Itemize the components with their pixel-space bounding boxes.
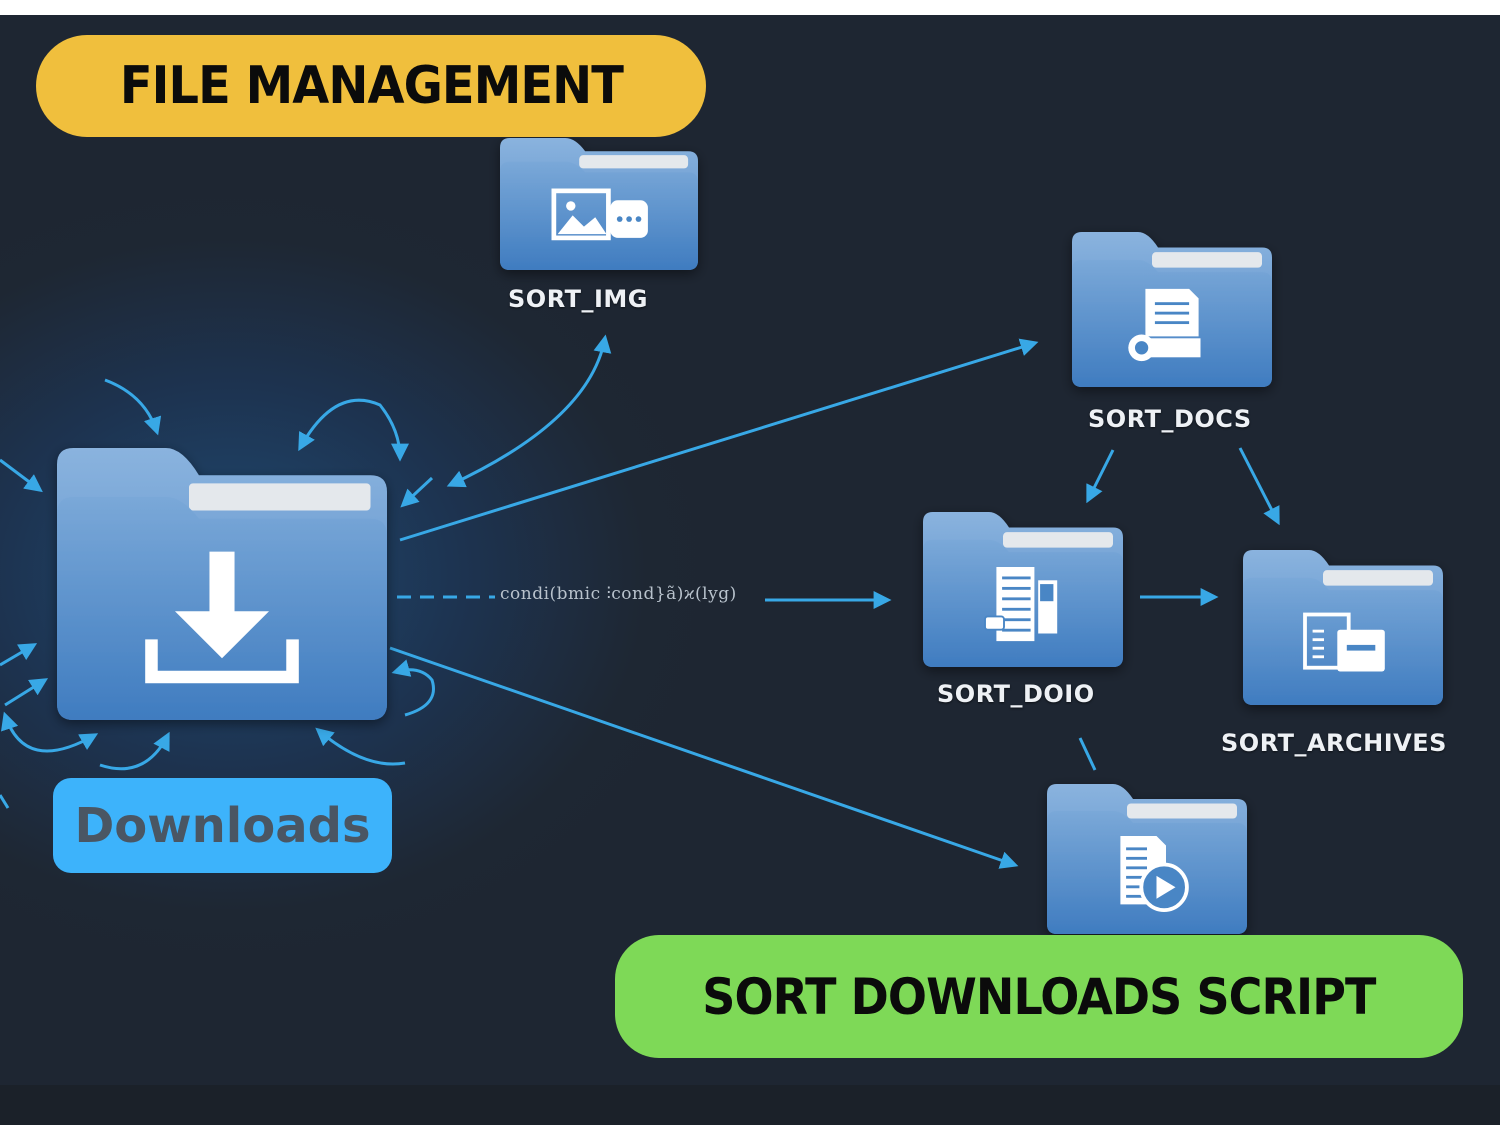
- line-doio-to-media: [1078, 737, 1097, 771]
- folder-paper: [189, 483, 371, 511]
- folder-label-sort-doio: SORT_DOIO: [937, 680, 1095, 708]
- script-badge-text: SORT DOWNLOADS SCRIPT: [702, 967, 1376, 1026]
- code-snippet: condi(bmic ⫶cond}ã)ϰ(lyg): [500, 584, 737, 604]
- arrow-bottom-mid-curve: [99, 731, 170, 771]
- script-badge: SORT DOWNLOADS SCRIPT: [615, 935, 1463, 1058]
- arrow-right-in: [400, 476, 434, 508]
- folder-downloads[interactable]: [57, 448, 387, 720]
- title-badge-text: FILE MANAGEMENT: [119, 56, 623, 116]
- document-disc-icon: [1128, 288, 1201, 362]
- folder-paper: [579, 155, 689, 169]
- folder-paper: [1323, 570, 1433, 586]
- arrow-downloads-to-docs: [399, 338, 1039, 542]
- arrow-docs-to-archives: [1238, 447, 1280, 526]
- download-icon: [145, 551, 299, 684]
- footer-band: [0, 1085, 1500, 1125]
- folder-label-sort-docs: SORT_DOCS: [1088, 405, 1252, 433]
- arrow-downloads-to-media: [389, 646, 1019, 869]
- folder-sort-img[interactable]: [500, 138, 698, 270]
- folder-sort-media[interactable]: [1047, 784, 1247, 934]
- folder-sort-archives[interactable]: [1243, 550, 1443, 705]
- arrow-left-edge: [0, 794, 10, 809]
- title-badge: FILE MANAGEMENT: [36, 35, 706, 137]
- arrows: [0, 334, 1280, 869]
- folder-label-sort-archives: SORT_ARCHIVES: [1221, 729, 1447, 757]
- arrow-img-downloads: [446, 334, 612, 488]
- folder-paper: [1152, 252, 1262, 268]
- folder-paper: [1127, 803, 1237, 819]
- arrow-curve-top-right: [298, 398, 409, 462]
- document-play-icon: [1120, 836, 1189, 912]
- arrow-left-in-top: [0, 458, 43, 493]
- arrow-bottom-right-curve: [315, 727, 406, 766]
- folder-front: [500, 161, 698, 270]
- arrow-left-in-1: [0, 643, 38, 667]
- image-chat-icon: [551, 188, 648, 241]
- folder-paper: [1003, 532, 1113, 548]
- downloads-badge-text: Downloads: [74, 797, 371, 854]
- arrow-docs-to-doio: [1086, 449, 1115, 504]
- folder-label-sort-img: SORT_IMG: [508, 285, 648, 313]
- archive-icon: [1303, 612, 1385, 672]
- arrow-curve-top-left: [104, 378, 162, 436]
- folder-sort-docs[interactable]: [1072, 232, 1272, 387]
- document-chat-icon: [984, 567, 1058, 642]
- arrow-bottom-left-curve: [1, 711, 99, 753]
- arrow-left-in-2: [4, 678, 49, 707]
- folder-sort-doio[interactable]: [923, 512, 1123, 667]
- downloads-badge: Downloads: [53, 778, 392, 873]
- arrow-right-loop: [391, 659, 435, 717]
